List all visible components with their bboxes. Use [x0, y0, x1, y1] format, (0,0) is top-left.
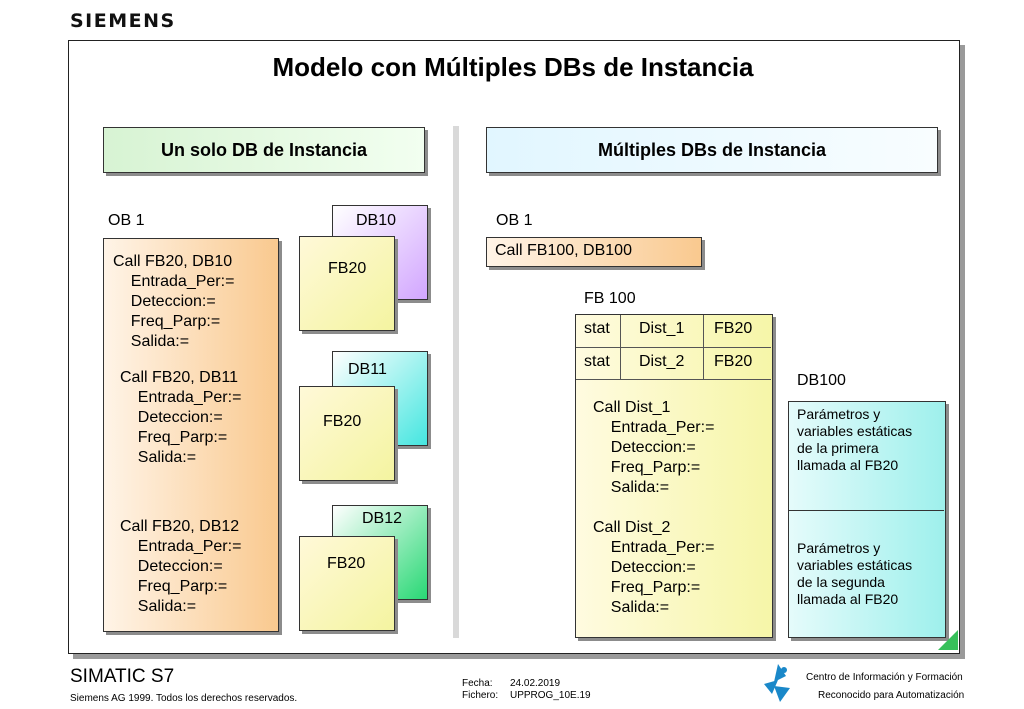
call-fb100-db100: Call FB100, DB100 [495, 242, 632, 259]
stat-col-divider-2 [703, 315, 704, 379]
fb100-label: FB 100 [584, 290, 636, 307]
left-call-fb20-db10: Call FB20, DB10 Entrada_Per:= Deteccion:… [113, 253, 235, 350]
stat-type-2: FB20 [714, 353, 753, 370]
db100-block [788, 401, 946, 638]
left-header-text: Un solo DB de Instancia [160, 139, 368, 160]
footer-copyright: Siemens AG 1999. Todos los derechos rese… [70, 693, 298, 704]
footer-product: SIMATIC S7 [70, 666, 175, 687]
page-corner-triangle [938, 630, 958, 650]
stat-kind-1: stat [584, 320, 610, 337]
left-ob1-label: OB 1 [108, 212, 145, 229]
db11-label: DB11 [348, 361, 387, 378]
db100-section-2: Parámetros y variables estáticas de la s… [797, 540, 913, 607]
db100-label: DB100 [797, 372, 846, 389]
left-call-fb20-db11: Call FB20, DB11 Entrada_Per:= Deteccion:… [120, 369, 242, 466]
footer-center-line2: Reconocido para Automatización [818, 690, 965, 701]
right-ob1-label: OB 1 [496, 212, 533, 229]
call-dist-2: Call Dist_2 Entrada_Per:= Deteccion:= Fr… [593, 519, 715, 616]
footer-fecha-label: Fecha: [462, 678, 493, 689]
fb100-block [575, 314, 773, 638]
fb20-label-3: FB20 [327, 555, 366, 572]
db10-label: DB10 [356, 212, 397, 229]
siemens-training-icon [764, 664, 790, 702]
db100-divider [789, 510, 944, 511]
right-header-text: Múltiples DBs de Instancia [597, 139, 827, 160]
fb20-block-2 [299, 386, 395, 481]
fb20-block-3 [299, 536, 395, 631]
db100-section-1: Parámetros y variables estáticas de la p… [797, 406, 913, 473]
slide-title: Modelo con Múltiples DBs de Instancia [272, 52, 754, 82]
stat-name-1: Dist_1 [639, 320, 685, 337]
column-divider [453, 126, 459, 638]
fb20-label-1: FB20 [328, 260, 367, 277]
stat-type-1: FB20 [714, 320, 753, 337]
db12-label: DB12 [362, 510, 403, 527]
stat-col-divider-1 [620, 315, 621, 379]
stat-row-divider-1 [576, 347, 771, 348]
fb20-block-1 [299, 236, 395, 331]
stat-row-divider-2 [576, 379, 771, 380]
footer-fecha-value: 24.02.2019 [510, 678, 561, 689]
footer-fichero-label: Fichero: [462, 690, 499, 701]
right-header: Múltiples DBs de Instancia [486, 127, 938, 173]
stat-kind-2: stat [584, 353, 610, 370]
call-dist-1: Call Dist_1 Entrada_Per:= Deteccion:= Fr… [593, 399, 715, 496]
footer-fichero-value: UPPROG_10E.19 [510, 690, 591, 701]
siemens-logo: SIEMENS [70, 10, 176, 32]
left-ob1-block [103, 238, 279, 632]
footer-center-line1: Centro de Información y Formación [806, 672, 963, 683]
left-header: Un solo DB de Instancia [103, 127, 425, 173]
stat-name-2: Dist_2 [639, 353, 685, 370]
right-ob1-block [486, 237, 702, 267]
left-call-fb20-db12: Call FB20, DB12 Entrada_Per:= Deteccion:… [120, 518, 242, 615]
fb20-label-2: FB20 [323, 413, 362, 430]
